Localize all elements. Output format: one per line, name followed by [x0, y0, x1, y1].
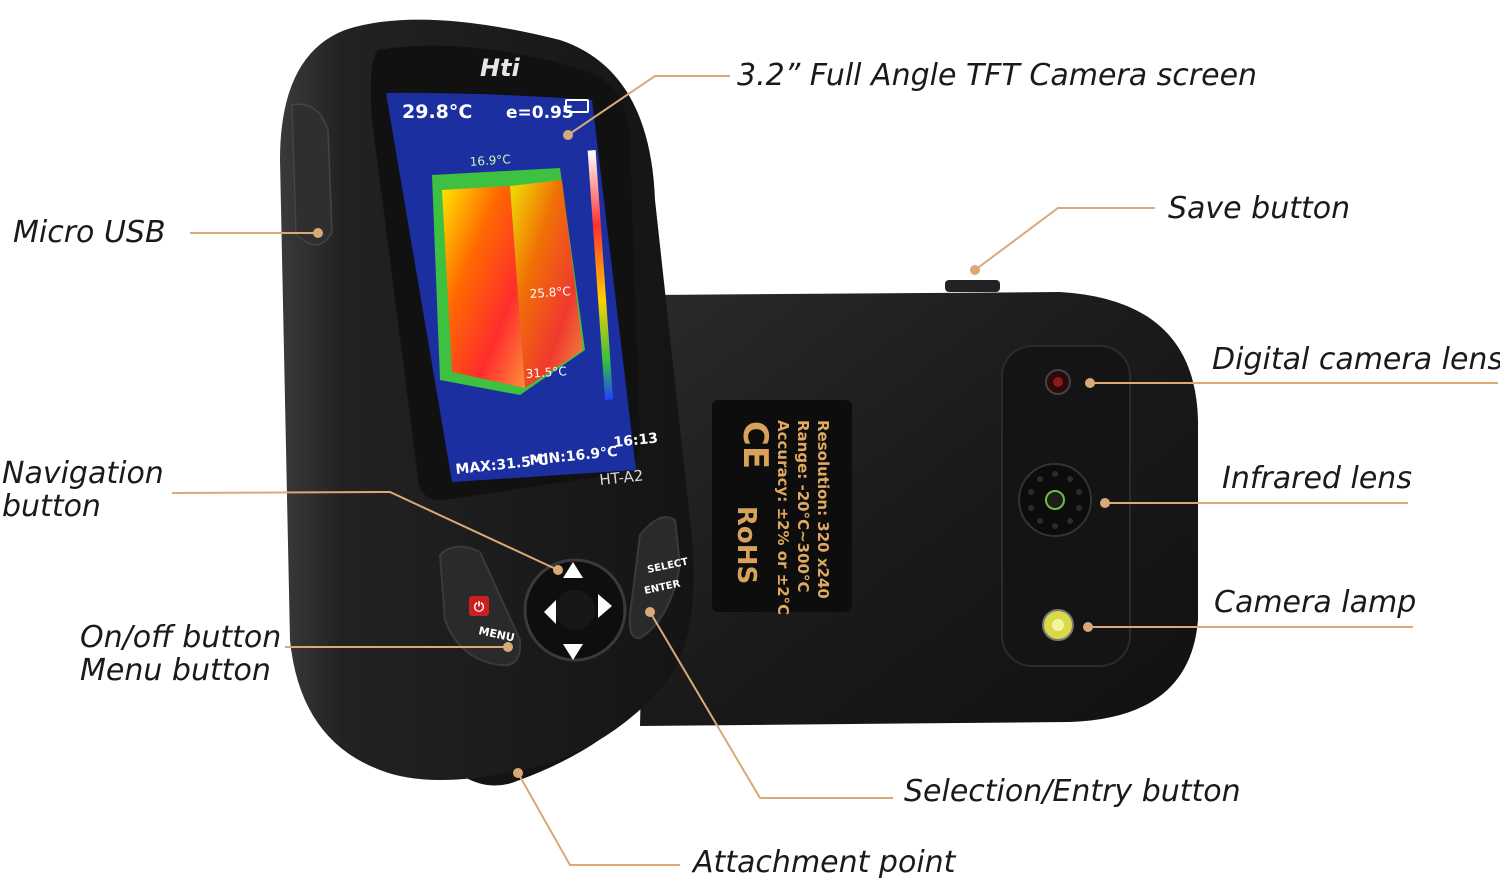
screen-time: 16:13	[613, 430, 659, 451]
leader-attachment	[517, 772, 680, 866]
power-symbol-icon: ⏻	[474, 600, 485, 615]
callout-menu-button: Menu button	[80, 653, 271, 688]
nav-left-arrow-icon[interactable]	[544, 600, 556, 624]
nav-down-arrow-icon[interactable]	[563, 644, 583, 660]
save-button-shape[interactable]	[945, 280, 1000, 292]
model-label: HT-A2	[599, 466, 645, 488]
color-scale-bar	[587, 150, 614, 400]
screen-temp: 29.8°C	[402, 101, 472, 123]
callout-onoff-button: On/off button	[80, 620, 282, 655]
micro-usb-cover[interactable]	[291, 103, 333, 246]
infrared-lens-holes	[1028, 471, 1082, 529]
callout-navigation-line2: button	[2, 489, 101, 524]
ce-mark: CE	[735, 421, 775, 469]
spec-resolution: Resolution: 320 x240	[814, 420, 832, 599]
callout-camera-lamp: Camera lamp	[1214, 585, 1417, 620]
front-unit: 29.8°C e=0.95 16.9°C 25.8°C 31.5°C MAX:3…	[280, 19, 694, 786]
callout-digital-camera-lens: Digital camera lens	[1212, 342, 1500, 377]
digital-camera-lens-core-icon	[1053, 377, 1063, 387]
thermal-image-right	[510, 180, 583, 388]
thermal-image-left	[442, 186, 525, 388]
leader-lines	[171, 75, 1498, 866]
callout-navigation-line1: Navigation	[2, 456, 164, 491]
brand-logo: Hti	[480, 54, 521, 82]
callout-screen: 3.2” Full Angle TFT Camera screen	[737, 58, 1258, 93]
screen-spot-low: 31.5°C	[525, 364, 567, 381]
navigation-center	[555, 590, 595, 630]
battery-icon	[565, 99, 589, 113]
power-icon	[469, 596, 489, 616]
spec-range: Range: -20°C~300°C	[794, 420, 812, 592]
leader-navigation	[171, 490, 559, 571]
screen-spot-mid: 25.8°C	[529, 284, 571, 301]
rohs-mark: RoHS	[731, 506, 761, 584]
infrared-lens-center-icon	[1045, 490, 1065, 510]
camera-lamp-core-icon	[1052, 619, 1064, 631]
leader-selection	[649, 611, 893, 799]
callout-attachment-point: Attachment point	[693, 845, 956, 880]
callout-infrared-lens: Infrared lens	[1222, 461, 1412, 496]
screen-emissivity: e=0.95	[506, 103, 574, 123]
spec-label	[712, 400, 852, 612]
back-unit: CE RoHS Resolution: 320 x240 Range: -20°…	[640, 280, 1198, 726]
callout-micro-usb: Micro USB	[13, 215, 166, 250]
leader-dots	[313, 130, 1110, 778]
leader-screen	[567, 75, 730, 136]
callout-save-button: Save button	[1168, 191, 1351, 226]
nav-up-arrow-icon[interactable]	[563, 562, 583, 578]
screen-spot-high: 16.9°C	[469, 152, 511, 169]
nav-right-arrow-icon[interactable]	[598, 594, 612, 618]
callout-selection-entry: Selection/Entry button	[904, 774, 1241, 809]
select-enter-button[interactable]	[628, 516, 682, 640]
spec-accuracy: Accuracy: ±2% or ±2°C	[774, 420, 792, 615]
leader-save	[974, 207, 1155, 271]
